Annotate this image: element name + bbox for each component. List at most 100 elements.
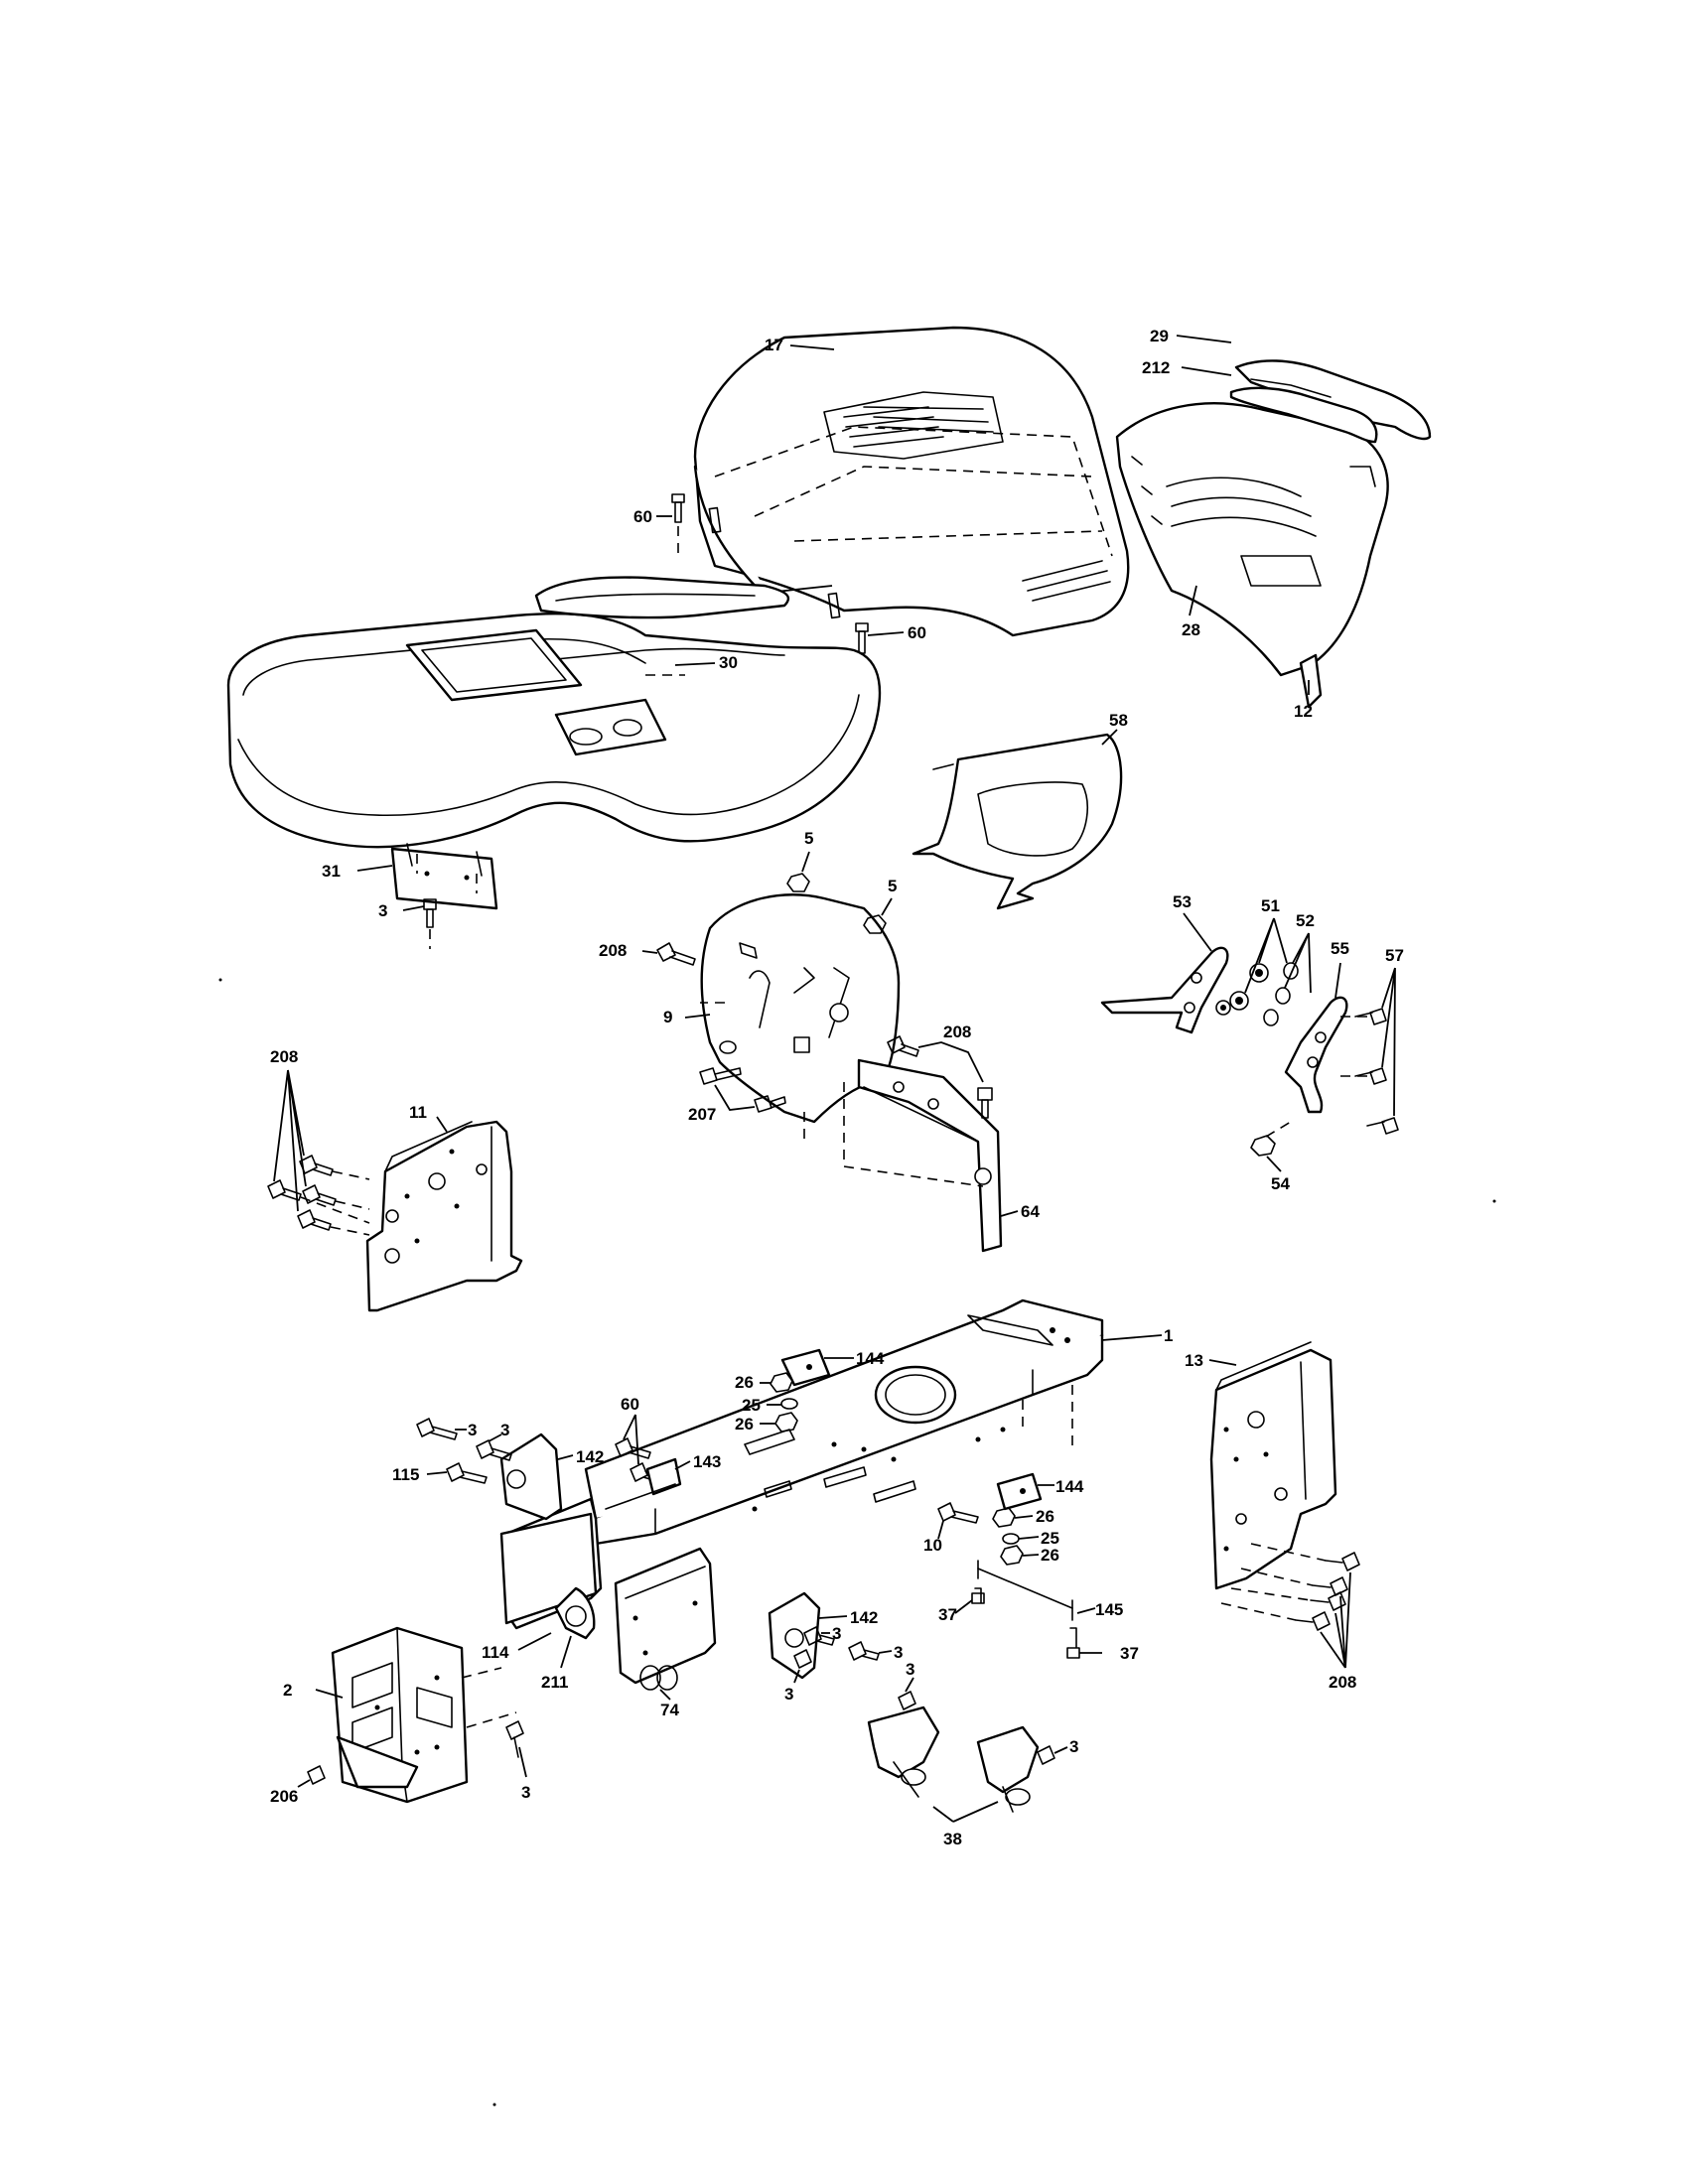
nut-26-lower: 26 <box>992 1507 1054 1528</box>
bolts-208-left-panel: 208 <box>267 1047 370 1236</box>
washer-25-top: 25 <box>742 1396 798 1415</box>
rear-rail-plate <box>499 1512 598 1640</box>
callout-114: 114 <box>482 1632 552 1662</box>
callout-3-e-label: 3 <box>784 1685 793 1704</box>
stray-dot <box>218 978 222 982</box>
nut-26-lower-b: 26 <box>1000 1545 1059 1566</box>
callout-114-label: 114 <box>482 1643 509 1662</box>
callout-37-left-label: 37 <box>938 1605 957 1624</box>
bumper-insert <box>1229 386 1378 444</box>
bolt-3-c: 3 <box>803 1624 841 1646</box>
callout-208-left-label: 208 <box>270 1047 298 1066</box>
callout-5-right-label: 5 <box>888 877 897 895</box>
bolt-208-dash: 208 <box>599 941 696 966</box>
nut-5-left: 5 <box>786 829 813 892</box>
steering-bearings: 51 <box>1215 896 1288 1016</box>
callout-55-label: 55 <box>1331 939 1349 958</box>
tie-rod: 145 <box>977 1560 1123 1621</box>
callout-12-label: 12 <box>1294 702 1313 721</box>
callout-3-fender-label: 3 <box>378 901 387 920</box>
callout-26-lower-label: 26 <box>1036 1507 1054 1526</box>
side-panel-right: 13 <box>1185 1341 1337 1590</box>
bolt-3-h: 3 <box>1037 1737 1078 1765</box>
bolt-206: 206 <box>270 1765 326 1806</box>
washer-25-lower: 25 <box>1002 1529 1059 1548</box>
callout-37-right-label: 37 <box>1120 1644 1139 1663</box>
callout-2-label: 2 <box>283 1681 292 1700</box>
callout-52-label: 52 <box>1296 911 1315 930</box>
callout-3-c-label: 3 <box>832 1624 841 1643</box>
callout-60-lower-label: 60 <box>908 623 926 642</box>
steering-washers: 52 <box>1263 911 1315 1026</box>
bolt-37-right: 37 <box>1066 1627 1139 1663</box>
callout-1-label: 1 <box>1164 1326 1173 1345</box>
bolt-3-g: 3 <box>898 1660 916 1710</box>
callout-145-label: 145 <box>1095 1600 1123 1619</box>
axle-bracket-left: 142 <box>499 1433 604 1521</box>
main-frame: 1 <box>584 1298 1173 1546</box>
callout-143-label: 143 <box>693 1452 721 1471</box>
axle-bracket-right: 142 <box>768 1591 878 1680</box>
callout-26-top-label: 26 <box>735 1373 754 1392</box>
callout-60-upper-label: 60 <box>633 507 652 526</box>
dash-support: 64 <box>843 1058 1040 1253</box>
callout-206-label: 206 <box>270 1787 298 1806</box>
bolt-3-b: 3 <box>476 1421 512 1461</box>
callout-3-f-label: 3 <box>521 1783 530 1802</box>
callout-3-h-label: 3 <box>1069 1737 1078 1756</box>
callout-11-label: 11 <box>409 1103 427 1122</box>
bracket-144-lower: 144 <box>996 1472 1084 1511</box>
callout-60-frame-label: 60 <box>621 1395 639 1414</box>
steering-bracket-left: 53 <box>1100 892 1229 1034</box>
callout-144-top-label: 144 <box>856 1349 885 1368</box>
callout-29-label: 29 <box>1150 327 1169 345</box>
grille <box>1115 402 1389 677</box>
callout-30: 30 <box>674 653 738 672</box>
steering-bolts-57: 57 <box>1340 946 1404 1135</box>
bolt-10: 10 <box>923 1502 979 1555</box>
nut-26-top-b: 26 <box>735 1412 798 1433</box>
callout-17-label: 17 <box>765 336 783 354</box>
callout-212: 212 <box>1142 358 1232 377</box>
bracket-143: 143 <box>605 1452 721 1510</box>
fender <box>226 613 882 849</box>
callout-13-label: 13 <box>1185 1351 1203 1370</box>
callout-31-label: 31 <box>322 862 341 881</box>
callout-25-top-label: 25 <box>742 1396 761 1415</box>
bolt-3-fender: 3 <box>378 898 437 949</box>
bolt-60-upper: 60 <box>633 493 685 556</box>
bolt-3-d: 3 <box>848 1641 903 1662</box>
callout-207-label: 207 <box>688 1105 716 1124</box>
callout-142-left-label: 142 <box>576 1447 604 1466</box>
callout-208-dash-label: 208 <box>599 941 627 960</box>
bracket-144-top: 144 <box>780 1348 885 1387</box>
bolt-208-support: 208 <box>887 1023 993 1119</box>
callout-9-label: 9 <box>663 1008 672 1026</box>
callout-208-support-label: 208 <box>943 1023 971 1041</box>
fender-inner-rail <box>534 576 790 619</box>
steering-bracket-right: 55 <box>1284 939 1349 1114</box>
callout-30-label: 30 <box>719 653 738 672</box>
bolt-3-a: 3 <box>416 1418 477 1440</box>
callout-38-label: 38 <box>943 1830 962 1848</box>
callout-5-left-label: 5 <box>804 829 813 848</box>
callout-3-a-label: 3 <box>468 1421 477 1439</box>
callout-17: 17 <box>765 336 835 354</box>
callout-211: 211 <box>541 1635 572 1692</box>
front-hitch-plate: 2 <box>283 1626 517 1804</box>
bolts-208-right-panel: 208 <box>1220 1543 1360 1692</box>
callout-212-label: 212 <box>1142 358 1170 377</box>
steering-nut-54: 54 <box>1250 1121 1292 1193</box>
callout-28: 28 <box>1182 585 1200 639</box>
bolt-37-left: 37 <box>938 1587 985 1624</box>
callout-3-b-label: 3 <box>500 1421 509 1439</box>
bolts-60-frame: 60 <box>615 1395 666 1484</box>
callout-26-top-b-label: 26 <box>735 1415 754 1433</box>
fender-bracket: 31 <box>322 843 498 910</box>
steering-bracket-38-left <box>867 1706 940 1798</box>
callout-54-label: 54 <box>1271 1174 1290 1193</box>
hood-latch: 12 <box>1294 653 1323 721</box>
callout-38: 38 <box>932 1801 999 1848</box>
callout-144-lower-label: 144 <box>1055 1477 1084 1496</box>
